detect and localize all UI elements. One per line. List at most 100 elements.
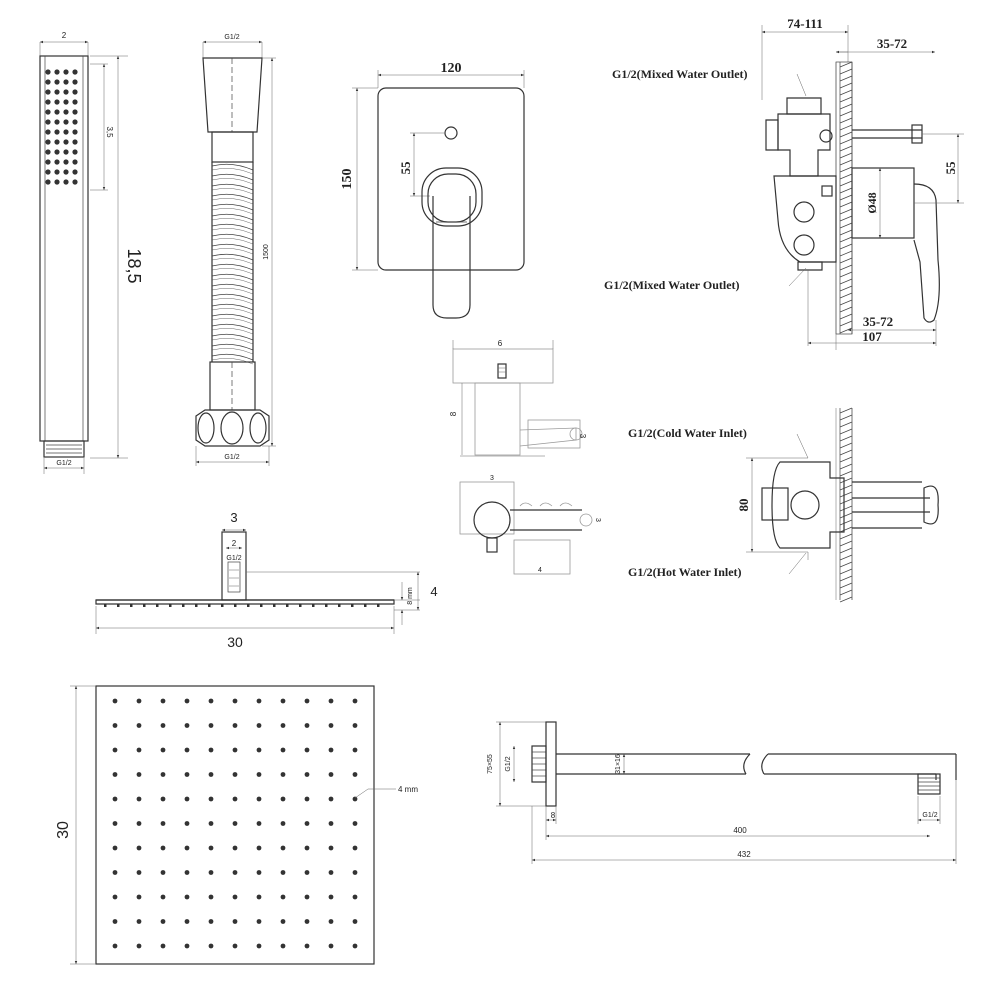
head-plan-nozzle	[280, 919, 286, 924]
hose-coil	[211, 187, 254, 195]
hose-coil	[211, 313, 254, 321]
wall-hatch-line	[839, 124, 853, 131]
head-plan-nozzle	[256, 747, 262, 753]
head-plan-nozzle	[112, 723, 118, 728]
hose-coil	[211, 303, 254, 311]
holder-height-label: 8	[449, 411, 458, 416]
hand-shower-nozzle	[54, 109, 60, 115]
holder-top-width-label: 6	[498, 339, 503, 348]
wall-hatch-line	[839, 131, 853, 138]
hand-shower-nozzle	[45, 149, 51, 155]
head-top-label: 3	[230, 510, 237, 525]
hose-coil	[211, 263, 254, 271]
head-side-nozzle	[351, 604, 354, 607]
hand-shower-spray-label: 3,5	[105, 126, 114, 138]
head-side-nozzle	[117, 604, 120, 607]
head-plan-nozzle	[256, 919, 262, 924]
wall-hatch-line	[839, 159, 853, 166]
head-plan-nozzle	[232, 919, 238, 924]
hand-shower-nozzle	[72, 179, 78, 185]
hand-shower-nozzle	[72, 79, 78, 85]
head-plan-nozzle	[208, 943, 214, 949]
wall-hatch-line	[839, 173, 853, 180]
valve-total-depth-label: 107	[862, 329, 882, 344]
hose-coil	[211, 273, 254, 281]
valve-wall-range-top-label: 35-72	[877, 36, 907, 51]
head-plan-nozzle	[352, 870, 358, 875]
hose-coil	[211, 353, 254, 361]
hose-coil	[211, 163, 254, 171]
head-plan-nozzle	[184, 845, 190, 851]
head-plan-nozzle	[304, 919, 310, 924]
head-plan-nozzle	[184, 943, 190, 949]
head-plan-nozzle	[352, 943, 358, 949]
head-side-nozzle	[364, 604, 367, 607]
head-plan-nozzle	[208, 796, 214, 802]
head-plan-nozzle	[328, 870, 334, 875]
hand-shower-nozzle	[54, 69, 60, 75]
hose-top-thread-label: G1/2	[224, 34, 239, 41]
head-plan-nozzle	[184, 747, 190, 753]
head-plan-nozzle	[280, 845, 286, 851]
head-plan-nozzle	[208, 870, 214, 875]
head-plan-nozzle	[184, 723, 190, 728]
hand-shower-nozzle	[45, 129, 51, 135]
hose-coil	[211, 233, 254, 241]
valve-lower-height-label: 80	[736, 499, 751, 512]
head-plan-nozzle	[112, 821, 118, 826]
wall-hatch-lower	[839, 407, 853, 603]
hand-shower-nozzle	[45, 159, 51, 165]
wall-hatch-line	[839, 285, 853, 292]
wall-hatch-line	[839, 145, 853, 152]
head-plan-nozzle	[352, 723, 358, 728]
head-plan-nozzle	[232, 845, 238, 851]
head-plan-nozzle	[208, 747, 214, 753]
holder-drawing: 6 8 3 3 3 4	[449, 339, 601, 575]
head-plan-nozzle	[256, 772, 262, 777]
head-plan-nozzle	[112, 919, 118, 924]
wall-hatch-line	[839, 264, 853, 271]
head-plan-nozzle	[256, 845, 262, 851]
wall-hatch-line	[839, 575, 853, 582]
head-plan-nozzle	[208, 772, 214, 777]
hose-coils	[211, 163, 254, 365]
hose-coil	[211, 167, 254, 175]
hand-shower-nozzle	[45, 119, 51, 125]
head-side-nozzle	[234, 604, 237, 607]
hose-coil	[211, 217, 254, 225]
hand-shower-nozzle	[63, 109, 69, 115]
hose-coil	[211, 203, 254, 211]
hand-shower-nozzle	[72, 169, 78, 175]
hose-coil	[211, 197, 254, 205]
hose-coil	[211, 247, 254, 255]
hand-shower-nozzle	[45, 79, 51, 85]
valve-side-lower-drawing: G1/2(Cold Water Inlet) 80 G1/2(Hot Water…	[628, 407, 939, 603]
cover-plate-width-label: 120	[441, 61, 462, 76]
hose-coil	[211, 323, 254, 331]
head-plan-nozzle	[304, 894, 310, 900]
wall-hatch-line	[839, 505, 853, 512]
hand-shower-nozzle	[45, 109, 51, 115]
hose-bottom-thread-label: G1/2	[224, 454, 239, 461]
arm-tube-label: 31×16	[615, 754, 622, 774]
wall-hatch-line	[839, 519, 853, 526]
head-inner-label: 2	[232, 539, 237, 548]
hand-shower-nozzle	[63, 149, 69, 155]
wall-hatch-line	[839, 533, 853, 540]
hose-coil	[211, 243, 254, 251]
wall-hatch-line	[839, 208, 853, 215]
head-plan-nozzle	[112, 772, 118, 777]
head-plan-nozzle	[280, 747, 286, 753]
hand-shower-nozzle	[63, 69, 69, 75]
hose-coil	[211, 253, 254, 261]
wall-hatch-line	[839, 180, 853, 187]
head-plan-nozzle	[232, 796, 238, 802]
wall-hatch-line	[839, 421, 853, 428]
hand-shower-nozzle	[45, 179, 51, 185]
wall-hatch-line	[839, 215, 853, 222]
head-plan-nozzle	[160, 772, 166, 777]
hand-shower-nozzles	[45, 69, 78, 185]
hand-shower-nozzle	[72, 69, 78, 75]
wall-hatch-line	[839, 152, 853, 159]
wall-hatch-line	[839, 327, 853, 334]
